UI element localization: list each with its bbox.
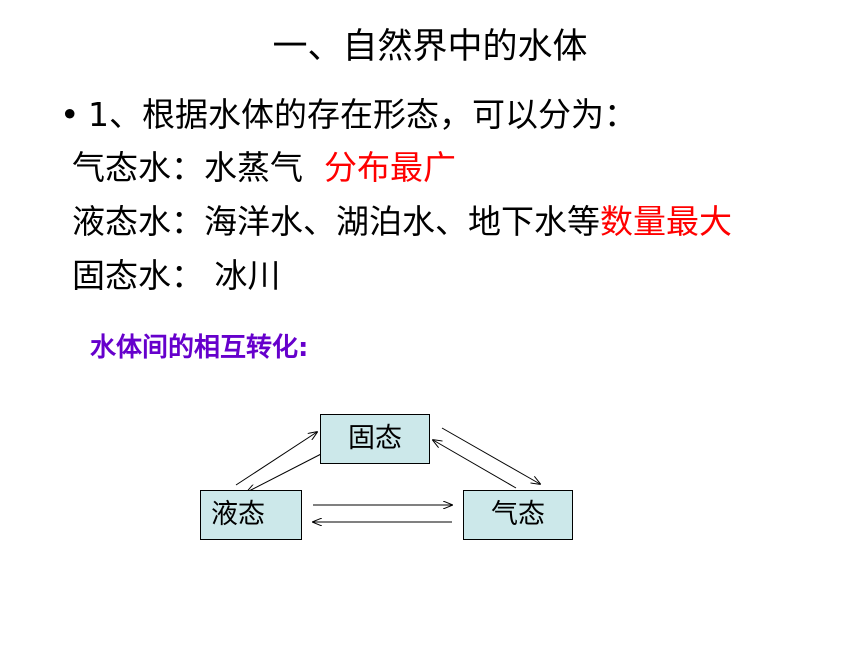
line-detail: 水蒸气	[204, 148, 303, 187]
bullet-text: 1、根据水体的存在形态，可以分为：	[88, 95, 637, 134]
slide-title: 一、自然界中的水体	[272, 27, 588, 67]
solid-water-line: 固态水： 冰川	[72, 253, 281, 299]
solid-to-liquid-arrow	[247, 451, 326, 492]
solid-to-gas-arrow	[441, 427, 540, 484]
gas-state-box: 气态	[463, 490, 573, 540]
line-highlight: 数量最大	[600, 202, 732, 241]
liquid-state-box: 液态	[200, 490, 302, 540]
line-detail: 冰川	[204, 256, 281, 295]
solid-state-box: 固态	[320, 414, 430, 464]
gas-to-solid-arrow	[433, 440, 517, 489]
line-label: 气态水：	[72, 148, 204, 187]
liquid-water-line: 液态水：海洋水、湖泊水、地下水等数量最大	[72, 199, 732, 245]
liquid-to-solid-arrow	[235, 432, 317, 486]
line-detail: 海洋水、湖泊水、地下水等	[204, 202, 600, 241]
line-highlight: 分布最广	[323, 148, 456, 187]
bullet-item: •1、根据水体的存在形态，可以分为：	[60, 92, 637, 138]
transformation-heading: 水体间的相互转化:	[90, 333, 309, 363]
line-label: 固态水：	[72, 256, 204, 295]
bullet-marker: •	[60, 95, 80, 134]
gaseous-water-line: 气态水：水蒸气 分布最广	[72, 145, 456, 191]
line-label: 液态水：	[72, 202, 204, 241]
